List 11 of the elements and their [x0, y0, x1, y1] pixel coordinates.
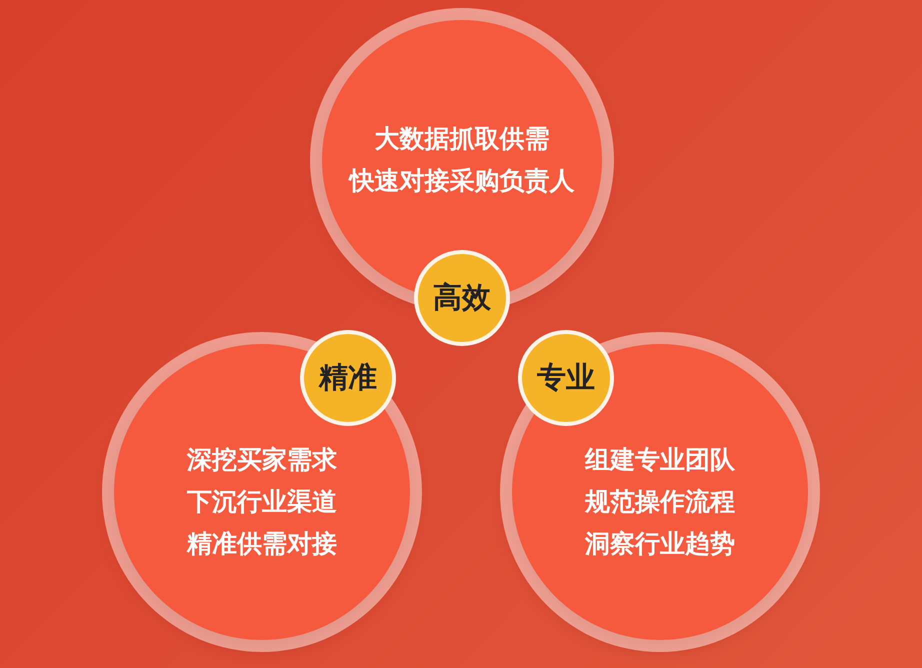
- feature-text: 组建专业团队: [585, 444, 735, 476]
- feature-text: 大数据抓取供需: [374, 123, 550, 155]
- badge-label: 高效: [433, 279, 491, 316]
- feature-text: 洞察行业趋势: [585, 528, 735, 560]
- badge-label: 专业: [537, 359, 595, 396]
- badge-label: 精准: [319, 359, 377, 396]
- feature-text: 规范操作流程: [585, 486, 735, 518]
- feature-text: 下沉行业渠道: [187, 486, 337, 518]
- feature-text: 深挖买家需求: [187, 444, 337, 476]
- feature-text: 快速对接采购负责人: [350, 165, 574, 197]
- feature-text: 精准供需对接: [187, 528, 337, 560]
